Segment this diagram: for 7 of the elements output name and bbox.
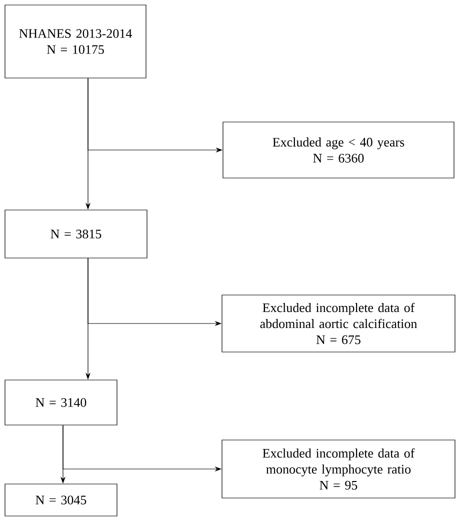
- process-box: N = 3045: [4, 484, 118, 516]
- process-box: NHANES 2013-2014 N = 10175: [4, 4, 146, 78]
- process-box: Excluded incomplete data of abdominal aortic calcification N = 675: [222, 294, 456, 352]
- process-box: Excluded incomplete data of monocyte lymphocyte ratio N = 95: [222, 440, 456, 498]
- process-box: N = 3140: [4, 380, 118, 426]
- process-box: N = 3815: [4, 210, 148, 258]
- process-box: Excluded age < 40 years N = 6360: [222, 122, 454, 178]
